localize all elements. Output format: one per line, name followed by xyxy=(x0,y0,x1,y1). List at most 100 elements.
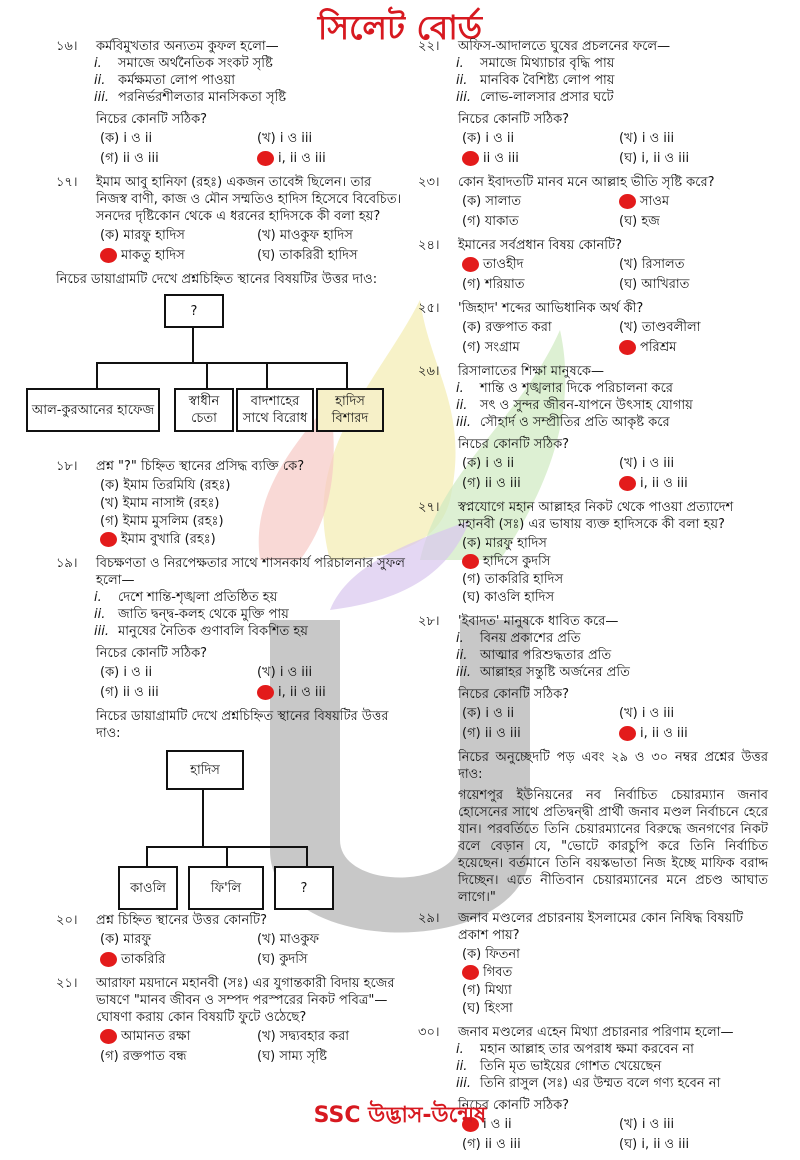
answer-mark-icon xyxy=(257,151,274,166)
answer-option[interactable]: হাদিসে কুদসি xyxy=(462,553,768,571)
answer-option[interactable]: (ঘ) i, ii ও iii xyxy=(619,150,768,168)
answer-option[interactable]: (ক) i ও ii xyxy=(100,664,249,682)
answer-option[interactable]: (ক) মারফু হাদিস xyxy=(100,227,249,245)
answer-option[interactable]: (ক) i ও ii xyxy=(100,130,249,148)
answer-option[interactable]: (খ) i ও iii xyxy=(619,1116,768,1134)
statement-text: তিনি মৃত ভাইয়ের গোশত খেয়েছেন xyxy=(480,1059,662,1074)
answer-option[interactable]: ii ও iii xyxy=(462,150,611,168)
answer-option[interactable]: সাওম xyxy=(619,193,768,211)
answer-option[interactable]: (গ) ii ও iii xyxy=(100,150,249,168)
answer-mark-icon xyxy=(100,248,117,263)
answer-option[interactable]: (গ) রক্তপাত বন্ধ xyxy=(100,1048,249,1066)
answer-mark-icon xyxy=(619,726,636,741)
statement-text: লোভ-লালসার প্রসার ঘটে xyxy=(480,90,614,105)
answer-option[interactable]: (খ) i ও iii xyxy=(619,705,768,723)
answer-option[interactable]: (খ) মাওকুফ হাদিস xyxy=(257,227,406,245)
answer-option[interactable]: i ও ii xyxy=(462,1116,611,1134)
answer-mark-icon xyxy=(100,1029,117,1044)
option-label: (ঘ) xyxy=(619,1137,638,1152)
left-column: ১৬।কর্মবিমুখতার অন্যতম কুফল হলো—i.সমাজে … xyxy=(26,38,406,1072)
answer-option[interactable]: (ঘ) তাকরিরী হাদিস xyxy=(257,247,406,265)
answer-option[interactable]: (গ) মিথ্যা xyxy=(462,982,768,1000)
answer-option[interactable]: (খ) i ও iii xyxy=(619,130,768,148)
answer-option[interactable]: (খ) ইমাম নাসাঈ (রহঃ) xyxy=(100,495,406,513)
answer-option[interactable]: (ক) i ও ii xyxy=(462,455,611,473)
answer-option[interactable]: (ক) i ও ii xyxy=(462,130,611,148)
answer-option[interactable]: আমানত রক্ষা xyxy=(100,1028,249,1046)
answer-option[interactable]: (গ) ii ও iii xyxy=(462,725,611,743)
answer-option[interactable]: গিবত xyxy=(462,964,768,982)
question-block: ২০।প্রশ্ন চিহ্নিত স্থানের উত্তর কোনটি?(ক… xyxy=(56,912,406,969)
passage-text: গয়েশপুর ইউনিয়নের নব নির্বাচিত চেয়ারম্… xyxy=(458,788,768,905)
answer-option[interactable]: (ক) মারফু xyxy=(100,931,249,949)
answer-option[interactable]: (গ) সংগ্রাম xyxy=(462,339,611,357)
answer-option[interactable]: মাকতু হাদিস xyxy=(100,247,249,265)
answer-option[interactable]: (ঘ) কুদসি xyxy=(257,951,406,969)
answer-option[interactable]: তাওহীদ xyxy=(462,256,611,274)
option-text: গিবত xyxy=(483,965,513,980)
left-question-group-1: ১৬।কর্মবিমুখতার অন্যতম কুফল হলো—i.সমাজে … xyxy=(56,38,406,265)
answer-option[interactable]: ইমাম বুখারি (রহঃ) xyxy=(100,531,406,549)
answer-option[interactable]: (ক) i ও ii xyxy=(462,705,611,723)
statement-text: সমাজে অর্থনৈতিক সংকট সৃষ্টি xyxy=(118,56,273,71)
footer-brand: SSC উদ্ভাস-উন্মেষ xyxy=(313,1103,487,1128)
statement-text: বিনয় প্রকাশের প্রতি xyxy=(480,631,581,646)
options-grid: (ক) i ও ii (খ) i ও iii ii ও iii (ঘ) i, ii ও… xyxy=(462,130,768,168)
answer-option[interactable]: (খ) তাণ্ডবলীলা xyxy=(619,319,768,337)
answer-option[interactable]: তাকরিরি xyxy=(100,951,249,969)
answer-option[interactable]: (খ) i ও iii xyxy=(257,664,406,682)
answer-option[interactable]: (ঘ) i, ii ও iii xyxy=(619,1136,768,1154)
answer-option[interactable]: (ক) সালাত xyxy=(462,193,611,211)
right-column: ২২।অফিস-আদালতে ঘুষের প্রচলনের ফলে—i.সমাজ… xyxy=(418,38,768,1160)
answer-option[interactable]: (ক) ফিতনা xyxy=(462,946,768,964)
option-text: পরিশ্রম xyxy=(640,340,677,355)
answer-option[interactable]: (ঘ) হজ xyxy=(619,213,768,231)
diagram2-intro: নিচের ডায়াগ্রামটি দেখে প্রশ্নচিহ্নিত স্… xyxy=(96,709,389,741)
option-label: (খ) xyxy=(257,932,276,947)
answer-mark-icon xyxy=(257,685,274,700)
option-label: (ক) xyxy=(100,131,120,146)
options-list: (ক) ফিতনাগিবত (গ) মিথ্যা(ঘ) হিংসা xyxy=(462,946,768,1018)
answer-option[interactable]: (ক) মারফু হাদিস xyxy=(462,535,768,553)
question-number: ২১। xyxy=(56,976,78,991)
answer-option[interactable]: (গ) শরিয়াত xyxy=(462,276,611,294)
answer-option[interactable]: (ঘ) হিংসা xyxy=(462,1000,768,1018)
option-label: (গ) xyxy=(462,572,481,587)
answer-option[interactable]: i, ii ও iii xyxy=(257,684,406,702)
question-text: অফিস-আদালতে ঘুষের প্রচলনের ফলে— xyxy=(458,39,671,54)
question-text: প্রশ্ন চিহ্নিত স্থানের উত্তর কোনটি? xyxy=(96,913,267,928)
options-list: (ক) ইমাম তিরমিযি (রহঃ)(খ) ইমাম নাসাঈ (রহ… xyxy=(100,477,406,549)
answer-option[interactable]: i, ii ও iii xyxy=(619,475,768,493)
answer-option[interactable]: (ঘ) কাওলি হাদিস xyxy=(462,589,768,607)
answer-option[interactable]: (গ) ii ও iii xyxy=(462,475,611,493)
question-text: কোন ইবাদতটি মানব মনে আল্লাহ ভীতি সৃষ্টি … xyxy=(458,175,715,190)
answer-option[interactable]: (গ) ii ও iii xyxy=(462,1136,611,1154)
option-text: i ও iii xyxy=(641,706,675,721)
answer-option[interactable]: (ক) ইমাম তিরমিযি (রহঃ) xyxy=(100,477,406,495)
option-text: মারফু xyxy=(123,932,152,947)
answer-option[interactable]: (খ) রিসালত xyxy=(619,256,768,274)
answer-option[interactable]: (গ) ii ও iii xyxy=(100,684,249,702)
answer-option[interactable]: (খ) i ও iii xyxy=(619,455,768,473)
answer-option[interactable]: (গ) ইমাম মুসলিম (রহঃ) xyxy=(100,513,406,531)
option-label: (ঘ) xyxy=(257,1049,276,1064)
option-text: i ও ii xyxy=(485,131,515,146)
answer-option[interactable]: (ঘ) সাম্য সৃষ্টি xyxy=(257,1048,406,1066)
answer-option[interactable]: (খ) i ও iii xyxy=(257,130,406,148)
option-text: i, ii ও iii xyxy=(641,1137,690,1152)
option-label: (ক) xyxy=(100,478,120,493)
answer-option[interactable]: (খ) মাওকুফ xyxy=(257,931,406,949)
answer-mark-icon xyxy=(462,151,479,166)
options-grid: (ক) সালাত সাওম (গ) যাকাত (ঘ) হজ xyxy=(462,193,768,231)
answer-option[interactable]: (খ) সদ্ব্যবহার করা xyxy=(257,1028,406,1046)
answer-option[interactable]: (ঘ) আখিরাত xyxy=(619,276,768,294)
answer-option[interactable]: (গ) যাকাত xyxy=(462,213,611,231)
answer-option[interactable]: (গ) তাকরিরি হাদিস xyxy=(462,571,768,589)
question-text: জনাব মণ্ডলের এহেন মিথ্যা প্রচারনার পরিণা… xyxy=(458,1025,734,1040)
statement: i.বিনয় প্রকাশের প্রতি xyxy=(456,630,768,647)
answer-option[interactable]: i, ii ও iii xyxy=(619,725,768,743)
diagram1-box-4: হাদিস বিশারদ xyxy=(316,388,384,432)
answer-option[interactable]: (ক) রক্তপাত করা xyxy=(462,319,611,337)
answer-option[interactable]: পরিশ্রম xyxy=(619,339,768,357)
answer-option[interactable]: i, ii ও iii xyxy=(257,150,406,168)
